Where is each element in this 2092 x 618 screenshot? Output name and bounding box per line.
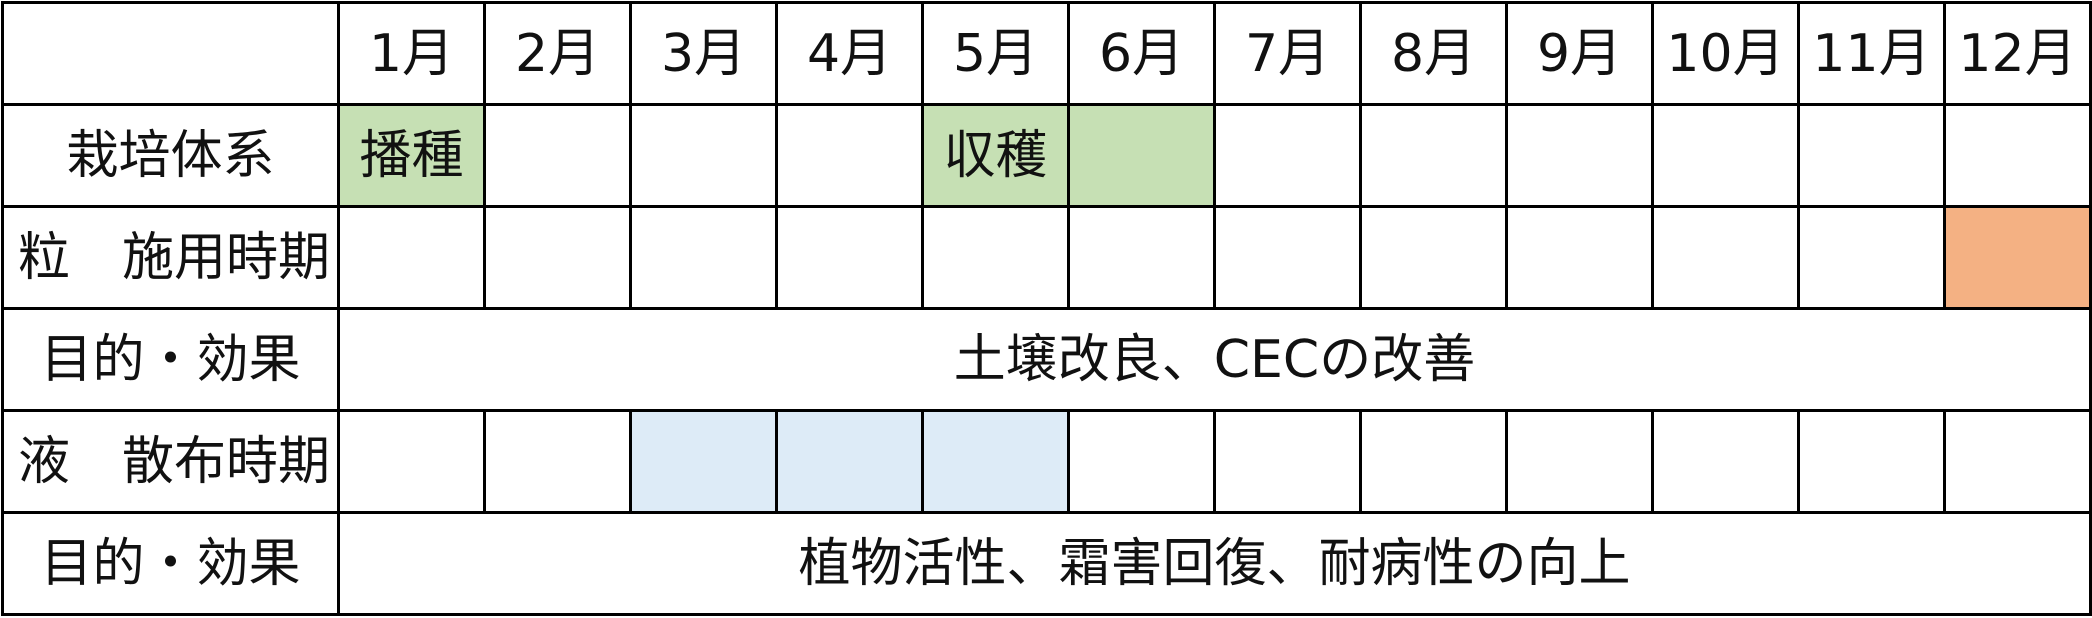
granular-cell-11	[1797, 205, 1946, 310]
cultivation-cell-9	[1505, 103, 1654, 208]
liquid-cell-4	[775, 409, 924, 514]
granular-cell-10	[1651, 205, 1800, 310]
liquid-cell-5	[921, 409, 1070, 514]
liquid-purpose-label: 目的・効果	[1, 511, 340, 616]
liquid-cell-10	[1651, 409, 1800, 514]
liquid-purpose-row: 目的・効果 植物活性、霜害回復、耐病性の向上	[1, 511, 2092, 616]
cultivation-cell-11	[1797, 103, 1946, 208]
month-header-10: 10月	[1651, 1, 1800, 106]
liquid-cell-7	[1213, 409, 1362, 514]
granular-cell-4	[775, 205, 924, 310]
liquid-cell-8	[1359, 409, 1508, 514]
month-header-1: 1月	[337, 1, 486, 106]
cultivation-cell-12	[1943, 103, 2092, 208]
cultivation-cell-2	[483, 103, 632, 208]
liquid-cell-2	[483, 409, 632, 514]
liquid-cell-12	[1943, 409, 2092, 514]
month-header-5: 5月	[921, 1, 1070, 106]
month-header-11: 11月	[1797, 1, 1946, 106]
month-header-6: 6月	[1067, 1, 1216, 106]
granular-cell-9	[1505, 205, 1654, 310]
granular-cell-3	[629, 205, 778, 310]
cultivation-cell-7	[1213, 103, 1362, 208]
month-header-7: 7月	[1213, 1, 1362, 106]
month-header-8: 8月	[1359, 1, 1508, 106]
cultivation-cell-5: 収穫	[921, 103, 1070, 208]
cultivation-cell-3	[629, 103, 778, 208]
granular-cell-12	[1943, 205, 2092, 310]
granular-purpose-label: 目的・効果	[1, 307, 340, 412]
granular-cell-7	[1213, 205, 1362, 310]
liquid-row-label: 液 散布時期	[1, 409, 340, 514]
cultivation-cell-6	[1067, 103, 1216, 208]
liquid-cell-3	[629, 409, 778, 514]
granular-cell-8	[1359, 205, 1508, 310]
cultivation-cell-1: 播種	[337, 103, 486, 208]
liquid-cell-9	[1505, 409, 1654, 514]
month-header-3: 3月	[629, 1, 778, 106]
granular-cell-6	[1067, 205, 1216, 310]
month-header-9: 9月	[1505, 1, 1654, 106]
liquid-cell-6	[1067, 409, 1216, 514]
granular-cell-1	[337, 205, 486, 310]
granular-purpose-row: 目的・効果 土壌改良、CECの改善	[1, 307, 2092, 412]
liquid-cell-11	[1797, 409, 1946, 514]
month-header-4: 4月	[775, 1, 924, 106]
month-header-12: 12月	[1943, 1, 2092, 106]
corner-cell	[1, 1, 340, 106]
liquid-cell-1	[337, 409, 486, 514]
granular-cell-5	[921, 205, 1070, 310]
cultivation-cell-4	[775, 103, 924, 208]
granular-application-row: 粒 施用時期	[1, 205, 2092, 310]
cultivation-row: 栽培体系 播種 収穫	[1, 103, 2092, 208]
cultivation-cell-10	[1651, 103, 1800, 208]
granular-row-label: 粒 施用時期	[1, 205, 340, 310]
header-row: 1月 2月 3月 4月 5月 6月 7月 8月 9月 10月 11月 12月	[1, 1, 2092, 106]
liquid-spray-row: 液 散布時期	[1, 409, 2092, 514]
cultivation-row-label: 栽培体系	[1, 103, 340, 208]
cultivation-cell-8	[1359, 103, 1508, 208]
month-header-2: 2月	[483, 1, 632, 106]
granular-purpose-text: 土壌改良、CECの改善	[337, 307, 2092, 412]
granular-cell-2	[483, 205, 632, 310]
liquid-purpose-text: 植物活性、霜害回復、耐病性の向上	[337, 511, 2092, 616]
